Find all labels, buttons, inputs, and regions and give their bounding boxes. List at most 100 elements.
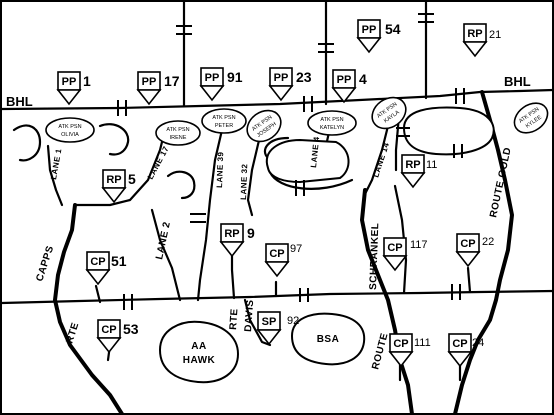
svg-text:23: 23 bbox=[296, 69, 312, 85]
attack-position-kayla: ATK PSN KAYLA bbox=[371, 96, 407, 130]
svg-text:97: 97 bbox=[290, 243, 302, 255]
svg-text:SP: SP bbox=[262, 316, 277, 328]
control-point-pp-91: PP 91 bbox=[199, 67, 243, 102]
svg-text:PP: PP bbox=[62, 76, 77, 88]
road-lane14 bbox=[364, 116, 392, 194]
road-lane32 bbox=[246, 134, 262, 217]
svg-text:111: 111 bbox=[414, 337, 431, 349]
control-point-cp-22: CP 22 bbox=[455, 233, 494, 268]
svg-text:CP: CP bbox=[101, 324, 116, 336]
svg-text:54: 54 bbox=[385, 21, 401, 37]
area-aa-hawk bbox=[158, 320, 240, 384]
svg-text:9: 9 bbox=[247, 225, 255, 241]
label-rte-davis: RTE bbox=[228, 308, 240, 330]
svg-text:21: 21 bbox=[489, 29, 501, 41]
svg-text:PP: PP bbox=[274, 72, 289, 84]
road-rp5-link bbox=[73, 128, 167, 207]
crossing-ticks bbox=[117, 13, 465, 310]
svg-text:5: 5 bbox=[128, 171, 136, 187]
road-lane1 bbox=[46, 144, 64, 207]
label-aa-hawk-2: HAWK bbox=[183, 355, 216, 366]
svg-text:PP: PP bbox=[362, 24, 377, 36]
area-north-right bbox=[402, 106, 495, 156]
svg-text:ATK PSN: ATK PSN bbox=[166, 127, 189, 133]
svg-text:ATK PSN: ATK PSN bbox=[58, 124, 81, 130]
svg-text:51: 51 bbox=[111, 253, 127, 269]
svg-text:PP: PP bbox=[205, 72, 220, 84]
control-point-cp-111: CP 111 bbox=[388, 333, 431, 368]
label-davis: DAVIS bbox=[243, 299, 256, 332]
svg-text:53: 53 bbox=[123, 321, 139, 337]
control-point-cp-97: CP 97 bbox=[264, 243, 302, 278]
label-lane39: LANE 39 bbox=[215, 151, 225, 188]
control-point-cp-53: CP 53 bbox=[96, 319, 139, 354]
svg-text:22: 22 bbox=[482, 236, 494, 248]
svg-text:RP: RP bbox=[467, 28, 482, 40]
svg-text:PP: PP bbox=[337, 74, 352, 86]
label-lane32: LANE 32 bbox=[239, 163, 249, 200]
control-point-cp-51: CP 51 bbox=[85, 251, 127, 286]
attack-position-irene: ATK PSN IRENE bbox=[155, 120, 201, 146]
label-schrankel: SCHRANKEL bbox=[368, 222, 381, 290]
svg-text:PETER: PETER bbox=[215, 123, 233, 129]
svg-text:RP: RP bbox=[106, 174, 121, 186]
area-north-left bbox=[265, 138, 350, 184]
attack-position-joseph: ATK PSN JOSEPH bbox=[246, 109, 282, 143]
svg-text:RP: RP bbox=[224, 228, 239, 240]
road-route-gold bbox=[453, 90, 514, 415]
road-lane2 bbox=[150, 208, 182, 302]
control-point-pp-17: PP 17 bbox=[136, 71, 180, 106]
road-capps bbox=[53, 203, 124, 415]
svg-text:117: 117 bbox=[410, 239, 428, 251]
svg-text:CP: CP bbox=[460, 238, 475, 250]
control-point-pp-4: PP 4 bbox=[331, 69, 367, 104]
label-bhl-right: BHL bbox=[504, 74, 531, 89]
control-point-cp-24: CP 24 bbox=[447, 333, 484, 368]
control-point-rp-9: RP 9 bbox=[219, 223, 255, 258]
phase-line-bhl bbox=[0, 88, 554, 111]
attack-position-olivia: ATK PSN OLIVIA bbox=[45, 117, 95, 143]
svg-text:KATELYN: KATELYN bbox=[320, 125, 344, 131]
terrain-curve-2 bbox=[98, 123, 130, 156]
svg-text:24: 24 bbox=[472, 337, 484, 349]
svg-text:RP: RP bbox=[405, 159, 420, 171]
road-schrankel bbox=[360, 188, 414, 415]
svg-text:ATK PSN: ATK PSN bbox=[320, 117, 343, 123]
attack-position-kylee: ATK PSN KYLEE bbox=[513, 102, 549, 134]
terrain-curve-5 bbox=[263, 136, 290, 160]
svg-text:CP: CP bbox=[393, 338, 408, 350]
label-bsa: BSA bbox=[317, 334, 340, 345]
svg-text:OLIVIA: OLIVIA bbox=[61, 132, 79, 138]
road-lane39 bbox=[196, 128, 224, 302]
area-bsa bbox=[290, 312, 366, 366]
svg-text:1: 1 bbox=[83, 73, 91, 89]
label-bhl-left: BHL bbox=[6, 94, 33, 109]
control-point-pp-54: PP 54 bbox=[356, 19, 401, 54]
road-cp22-link bbox=[466, 266, 472, 294]
svg-text:CP: CP bbox=[269, 248, 284, 260]
control-point-sp-92: SP 92 bbox=[256, 311, 299, 346]
svg-text:IRENE: IRENE bbox=[170, 135, 187, 141]
control-point-rp-11: RP 11 bbox=[400, 154, 437, 189]
svg-text:CP: CP bbox=[387, 242, 402, 254]
svg-text:92: 92 bbox=[287, 315, 299, 327]
svg-text:17: 17 bbox=[164, 73, 180, 89]
control-point-rp-5: RP 5 bbox=[101, 169, 136, 204]
svg-text:11: 11 bbox=[426, 159, 437, 171]
svg-text:CP: CP bbox=[90, 256, 105, 268]
terrain-curve-3 bbox=[166, 170, 196, 200]
control-point-pp-1: PP 1 bbox=[56, 71, 91, 106]
control-point-rp-21: RP 21 bbox=[462, 23, 501, 58]
svg-text:91: 91 bbox=[227, 69, 243, 85]
terrain-curve-1 bbox=[12, 124, 42, 162]
label-aa-hawk-1: AA bbox=[191, 341, 206, 352]
label-lane4: LANE 4 bbox=[309, 136, 321, 168]
svg-text:CP: CP bbox=[452, 338, 467, 350]
svg-text:ATK PSN: ATK PSN bbox=[212, 115, 235, 121]
road-cp51-link bbox=[94, 284, 102, 304]
control-point-pp-23: PP 23 bbox=[268, 67, 312, 102]
svg-text:PP: PP bbox=[142, 76, 157, 88]
control-point-cp-117: CP 117 bbox=[382, 237, 428, 272]
attack-position-katelyn: ATK PSN KATELYN bbox=[307, 110, 357, 136]
svg-text:4: 4 bbox=[359, 71, 367, 87]
